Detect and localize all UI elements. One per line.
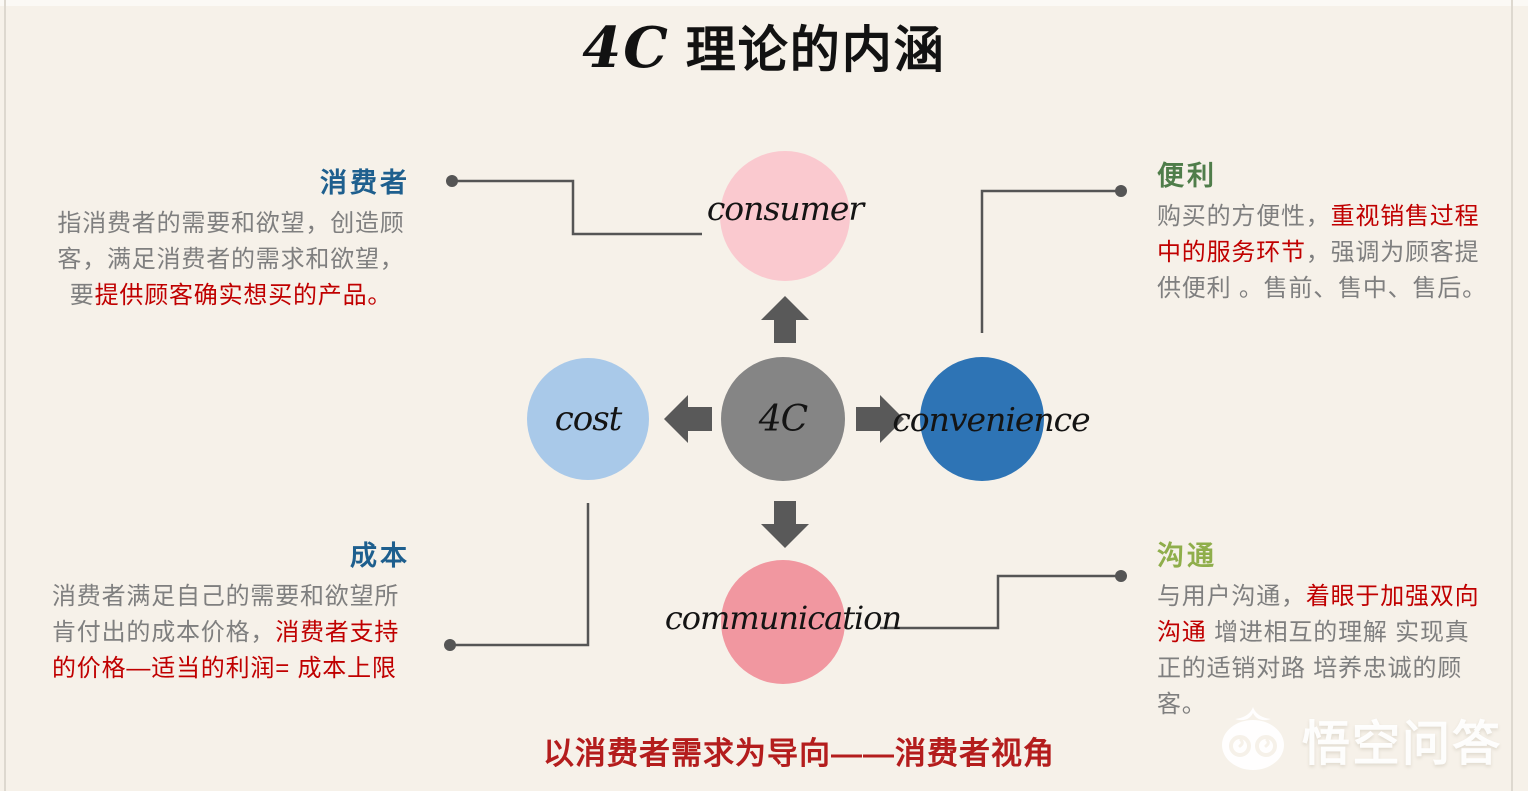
text-segment: 消费者支持的价格—适当的利润= 成本上限 xyxy=(52,619,400,682)
block-convenience: 便利 购买的方便性，重视销售过程中的服务环节，强调为顾客提供便利 。售前、售中、… xyxy=(1157,160,1487,307)
text-segment: 着眼于加强双向沟通 xyxy=(1157,583,1480,646)
node-communication: communication xyxy=(665,560,902,684)
connector-communication xyxy=(880,574,1121,630)
connector-cost xyxy=(450,503,590,647)
node-convenience-label: convenience xyxy=(892,399,1090,439)
slide-edge-top xyxy=(0,0,1528,6)
node-cost: cost xyxy=(527,358,649,480)
connector-consumer xyxy=(452,179,702,236)
text-segment: ，强调为顾客提供便利 。售前、售中、售后。 xyxy=(1157,239,1487,302)
node-4c-label: 4C xyxy=(758,398,808,440)
slogan: 以消费者需求为导向——消费者视角 xyxy=(543,736,1055,771)
text-segment: 与用户沟通， xyxy=(1157,583,1306,610)
block-consumer-heading: 消费者 xyxy=(320,168,410,198)
title-main: 理论的内涵 xyxy=(685,22,946,78)
node-4c-center: 4C xyxy=(721,357,845,481)
block-consumer: 消费者 指消费者的需要和欲望，创造顾客，满足消费者的需求和欲望，要提供顾客确实想… xyxy=(52,167,410,314)
node-consumer-label: consumer xyxy=(706,188,864,228)
block-communication-heading: 沟通 xyxy=(1157,541,1217,571)
title-prefix: 4C xyxy=(582,15,670,81)
watermark-text: 悟空问答 xyxy=(1302,718,1503,771)
text-segment: 指消费者的需要和欲望，创造顾客，满足消费者的需求和欲望，要 xyxy=(57,210,405,309)
connector-dot-convenience xyxy=(1115,185,1127,197)
block-convenience-heading: 便利 xyxy=(1157,161,1217,191)
node-consumer: consumer xyxy=(707,151,864,281)
block-communication-body: 与用户沟通，着眼于加强双向沟通 增进相互的理解 实现真正的适销对路 培养忠诚的顾… xyxy=(1157,579,1487,723)
block-cost: 成本 消费者满足自己的需要和欲望所肯付出的成本价格，消费者支持的价格—适当的利润… xyxy=(52,540,410,687)
text-segment: 消费者满足自己的需要和欲望所肯付出的成本价格， xyxy=(52,583,400,646)
slide-edge-right xyxy=(1511,0,1513,791)
text-segment: 提供顾客确实想买的产品。 xyxy=(94,282,393,309)
text-segment: 增进相互的理解 实现真正的适销对路 培养忠诚的顾客。 xyxy=(1157,619,1470,718)
arrow-up-icon xyxy=(761,296,809,343)
connector-dot-cost xyxy=(444,639,456,651)
arrow-left-icon xyxy=(664,395,712,443)
text-segment: 重视销售过程中的服务环节 xyxy=(1157,203,1480,266)
block-communication: 沟通 与用户沟通，着眼于加强双向沟通 增进相互的理解 实现真正的适销对路 培养忠… xyxy=(1157,540,1487,723)
block-convenience-body: 购买的方便性，重视销售过程中的服务环节，强调为顾客提供便利 。售前、售中、售后。 xyxy=(1157,199,1487,307)
node-convenience: convenience xyxy=(892,357,1091,481)
page-title: 4C 理论的内涵 xyxy=(0,10,1528,82)
arrow-down-icon xyxy=(761,501,809,548)
connector-dot-consumer xyxy=(446,175,458,187)
slide-edge-left xyxy=(4,0,6,791)
block-consumer-body: 指消费者的需要和欲望，创造顾客，满足消费者的需求和欲望，要提供顾客确实想买的产品… xyxy=(52,206,410,314)
connector-dot-communication xyxy=(1115,570,1127,582)
block-cost-body: 消费者满足自己的需要和欲望所肯付出的成本价格，消费者支持的价格—适当的利润= 成… xyxy=(52,579,410,687)
wukong-monkey-icon xyxy=(1222,707,1284,770)
node-cost-label: cost xyxy=(554,399,623,439)
text-segment: 购买的方便性， xyxy=(1157,203,1331,230)
block-cost-heading: 成本 xyxy=(350,541,410,571)
node-communication-label: communication xyxy=(664,599,902,637)
watermark: 悟空问答 xyxy=(1216,704,1502,774)
connector-convenience xyxy=(980,189,1121,333)
